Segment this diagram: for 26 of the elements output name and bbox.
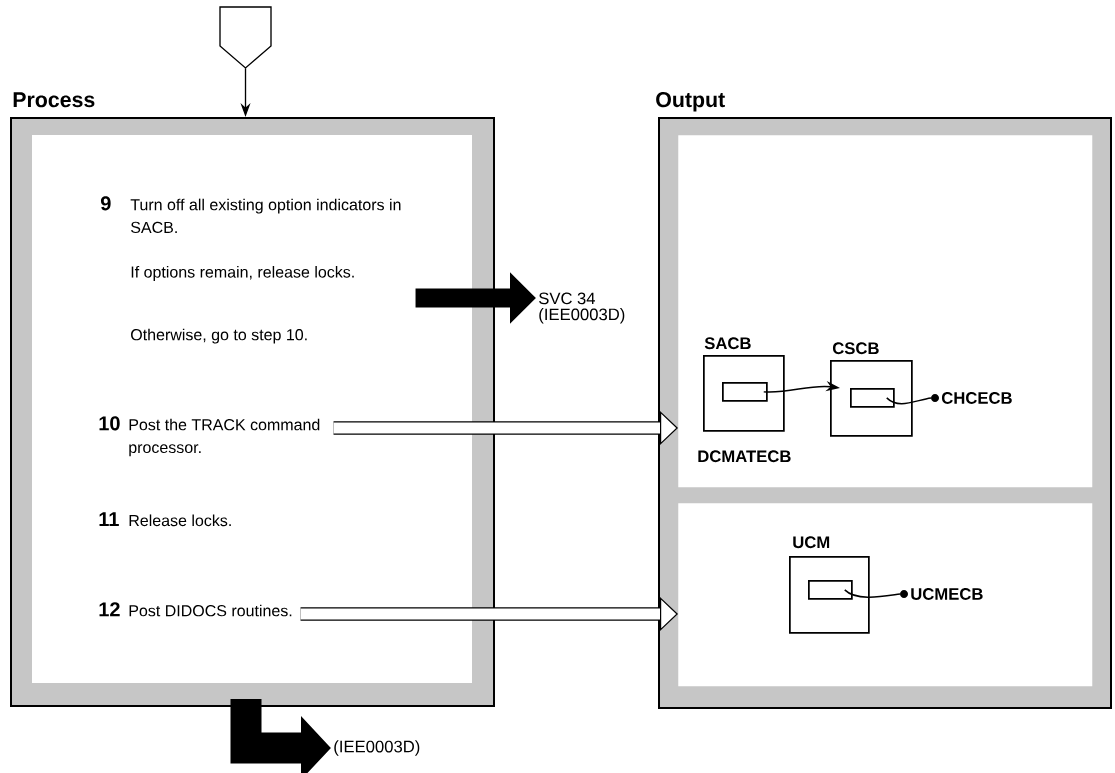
panel-heading: Process — [13, 92, 95, 108]
offpage-connector — [219, 6, 272, 69]
step-number: 12 — [99, 602, 120, 617]
block-label: SACB — [704, 337, 751, 350]
step-text: Post DIDOCS routines. — [129, 604, 292, 617]
step-text: Release locks. — [129, 514, 231, 527]
step-text: If options remain, release locks. — [131, 265, 354, 281]
step-number: 9 — [100, 196, 111, 211]
step-text: Turn off all existing option indicators in SACB. — [130, 198, 401, 234]
block-label: CSCB — [832, 342, 879, 355]
step-text: Post the TRACK command processor. — [129, 418, 320, 457]
target-label: SVC 34 (IEE0003D) — [539, 292, 625, 324]
target-label: CHCECB — [941, 392, 1012, 404]
field-box — [722, 382, 768, 402]
panel-heading: Output — [656, 92, 725, 112]
block-label: UCM — [793, 536, 830, 549]
step-number: 10 — [99, 416, 120, 431]
panel — [678, 135, 1093, 488]
step-number: 11 — [99, 512, 119, 526]
field-label: DCMATECB — [698, 450, 791, 463]
field-box — [850, 388, 895, 408]
target-label: UCMECB — [911, 588, 983, 600]
field-box — [808, 580, 853, 600]
target-label: (IEE0003D) — [334, 740, 420, 756]
panel — [678, 503, 1093, 687]
step-text: Otherwise, go to step 10. — [131, 328, 307, 344]
